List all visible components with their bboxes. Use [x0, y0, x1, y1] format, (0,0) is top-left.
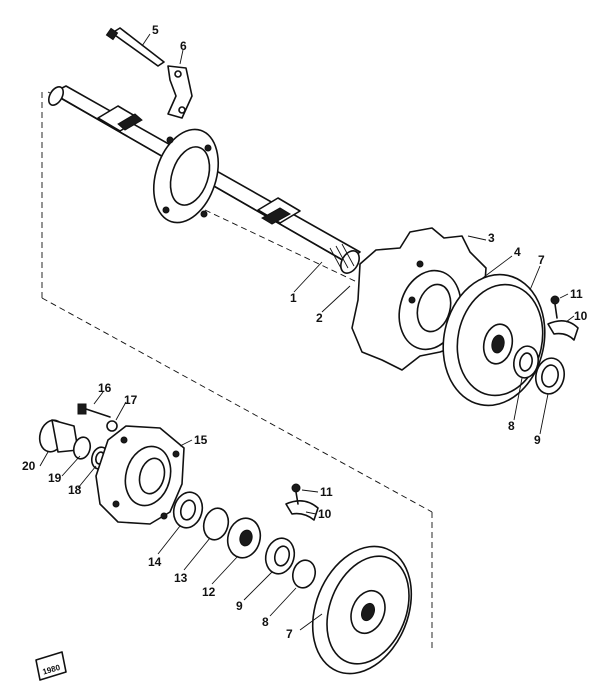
- label-8-lower: 8: [262, 615, 269, 629]
- label-20: 20: [22, 459, 36, 473]
- label-9-lower: 9: [236, 599, 243, 613]
- label-10-upper: 10: [574, 309, 588, 323]
- ring-19: [72, 436, 92, 460]
- ring-14: [172, 491, 204, 529]
- label-18: 18: [68, 483, 82, 497]
- label-4: 4: [514, 245, 521, 259]
- washer-17: [106, 420, 118, 432]
- lock-plate-6: [167, 65, 193, 119]
- leader-lines: [39, 33, 575, 631]
- bolt-5: [105, 27, 165, 67]
- label-12: 12: [202, 585, 216, 599]
- label-11-upper: 11: [570, 287, 583, 301]
- label-8-upper: 8: [508, 419, 515, 433]
- ring-13: [202, 507, 230, 541]
- bearing-9-lower: [264, 537, 296, 575]
- seal-20: [38, 419, 79, 453]
- label-7-upper: 7: [538, 253, 545, 267]
- label-5: 5: [152, 23, 159, 37]
- label-6: 6: [180, 39, 187, 53]
- label-19: 19: [48, 471, 62, 485]
- part-labels: 1 2 3 4 5 6 7 8 9 10 11 16 17 15 20 19 1…: [22, 23, 588, 641]
- ring-8-lower: [291, 559, 317, 589]
- label-10-lower: 10: [318, 507, 332, 521]
- bearing-9-upper: [535, 357, 565, 395]
- label-1: 1: [290, 291, 297, 305]
- label-3: 3: [488, 231, 495, 245]
- label-9-upper: 9: [534, 433, 541, 447]
- label-2: 2: [316, 311, 323, 325]
- label-17: 17: [124, 393, 138, 407]
- year-stamp: 1980: [35, 651, 67, 681]
- clip-10-upper: [547, 320, 579, 341]
- bearing-8-upper: [512, 345, 540, 379]
- wheel-lower: [311, 545, 413, 675]
- bearing-housing-15: [95, 425, 185, 525]
- label-13: 13: [174, 571, 188, 585]
- label-15: 15: [194, 433, 208, 447]
- shaft-flange: [153, 128, 219, 224]
- label-16: 16: [98, 381, 112, 395]
- bolt-11-lower: [291, 483, 301, 505]
- bearing-12: [226, 517, 262, 559]
- clip-10-lower: [285, 500, 319, 521]
- bolt-16: [77, 403, 111, 418]
- label-7-lower: 7: [286, 627, 293, 641]
- label-11-lower: 11: [320, 485, 333, 499]
- bolt-11-upper: [550, 295, 560, 319]
- label-14: 14: [148, 555, 162, 569]
